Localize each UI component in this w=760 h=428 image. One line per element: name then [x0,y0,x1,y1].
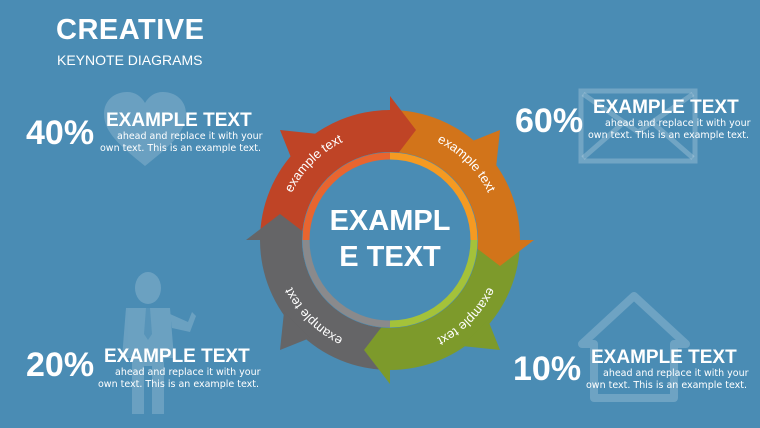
percent-top-right: 60% [515,102,584,140]
segment-bottom-left[interactable] [260,240,390,370]
arrow-tip-bottom-right [462,320,500,350]
arrow-tip-top-right [470,130,500,168]
segment-bottom-right[interactable] [390,240,520,370]
body-bottom-right: ahead and replace it with your own text.… [586,368,749,391]
house-icon [578,292,690,402]
heading-bottom-left: EXAMPLE TEXT [104,346,250,367]
body-top-right: ahead and replace it with your own text.… [588,118,751,141]
arrow-head-left [246,214,314,240]
heading-top-right: EXAMPLE TEXT [593,97,739,118]
center-text-line1: EXAMPL [330,205,451,237]
cycle-diagram: example text example text example text e… [246,96,534,384]
arrow-head-top [390,96,416,164]
slide-title: CREATIVE [56,14,205,46]
heading-top-left: EXAMPLE TEXT [106,110,252,131]
percent-bottom-left: 20% [26,346,95,384]
percent-bottom-right: 10% [513,350,582,388]
segment-top-left[interactable] [260,110,390,240]
heart-icon [104,92,186,166]
slide-subtitle: KEYNOTE DIAGRAMS [57,52,203,68]
body-top-left: ahead and replace it with your own text.… [100,131,263,154]
arrow-tip-bottom-left [280,312,310,350]
arrow-head-right [466,240,534,266]
arrow-head-bottom [364,316,390,384]
segment-top-right[interactable] [390,110,520,240]
percent-top-left: 40% [26,114,95,152]
envelope-icon [578,88,698,164]
body-bottom-left: ahead and replace it with your own text.… [98,367,261,390]
arrow-tip-top-left [280,130,318,160]
businessman-icon [122,272,196,414]
heading-bottom-right: EXAMPLE TEXT [591,347,737,368]
center-text-line2: E TEXT [339,241,441,273]
